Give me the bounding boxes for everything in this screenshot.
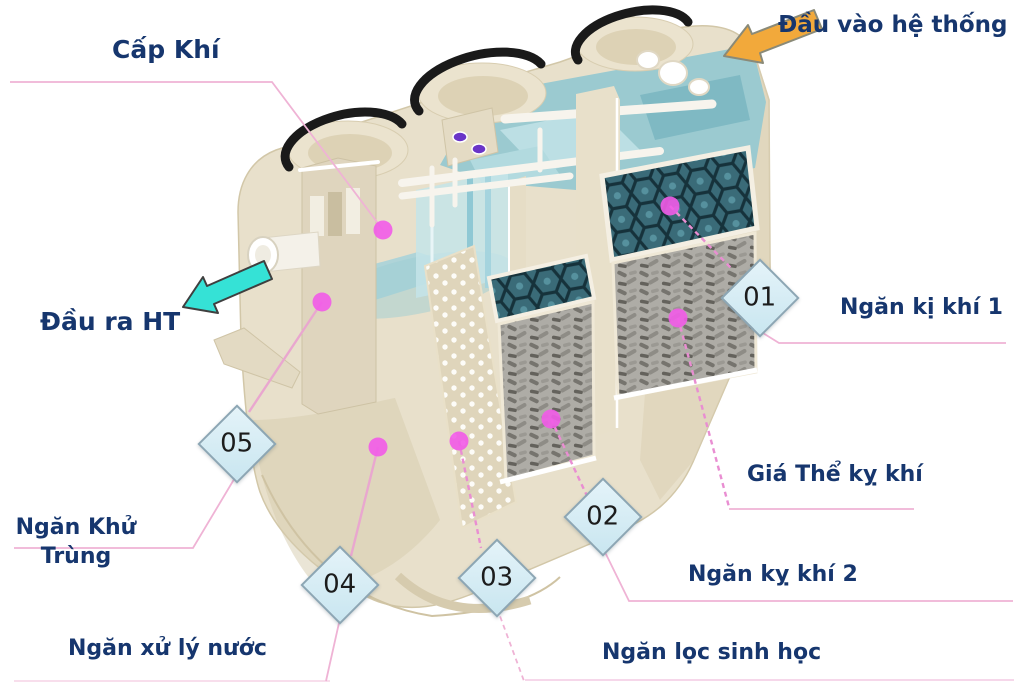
label-anaerobic-chamber-2: Ngăn kỵ khí 2: [688, 562, 858, 587]
label-disinfection-line2: Trùng: [40, 543, 112, 569]
label-anaerobic-media: Giá Thể kỵ khí: [747, 462, 923, 487]
label-system-outlet: Đầu ra HT: [40, 307, 181, 336]
marker-number-02: 02: [586, 502, 620, 532]
air-control-box: [441, 107, 499, 167]
leader-lines: [10, 81, 1014, 682]
label-water-treatment-chamber: Ngăn xử lý nước: [68, 636, 267, 661]
label-bio-filter-chamber: Ngăn lọc sinh học: [602, 640, 822, 665]
manhole-rings: [287, 16, 694, 180]
marker-number-03: 03: [480, 563, 514, 593]
marker-number-01: 01: [743, 283, 777, 313]
disinfection-column: [298, 157, 380, 415]
callout-dots: [312, 196, 688, 457]
hull-details: [261, 474, 561, 618]
outlet-arrow-icon: [182, 260, 273, 314]
inlet-arrow-icon: [723, 9, 823, 64]
label-system-inlet: Đầu vào hệ thống: [778, 12, 1008, 38]
inlet-ports: [636, 50, 710, 96]
label-disinfection-line1: Ngăn Khử: [15, 515, 137, 540]
chamber2-media: [486, 253, 597, 485]
label-disinfection-chamber: Ngăn Khử Trùng: [6, 514, 146, 571]
marker-number-04: 04: [323, 570, 357, 600]
marker-number-05: 05: [220, 429, 254, 459]
label-anaerobic-chamber-1: Ngăn kị khí 1: [840, 295, 1003, 320]
manhole-arcs: [280, 5, 693, 172]
label-air-supply: Cấp Khí: [112, 35, 220, 64]
